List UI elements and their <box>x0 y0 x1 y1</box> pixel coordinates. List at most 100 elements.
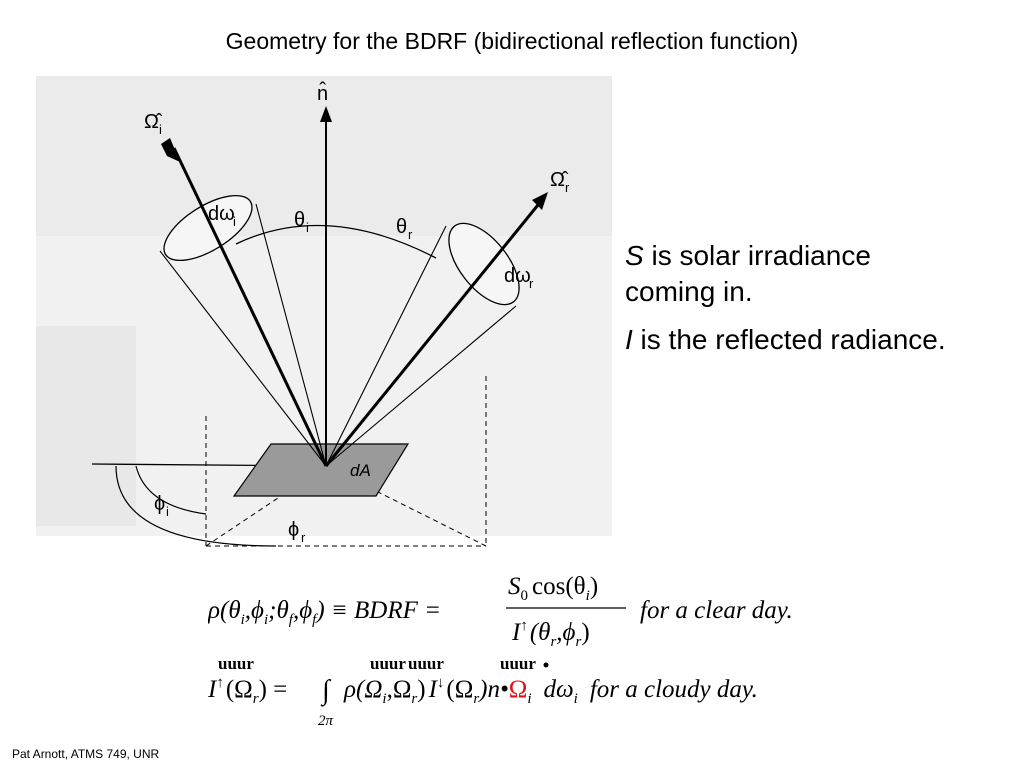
scan-bottom-region <box>36 536 612 566</box>
eq2-open: (Ω <box>446 676 473 703</box>
eq1-num-sub-i: i <box>586 588 590 604</box>
eq1-sub-f: f <box>289 612 295 628</box>
eq1-equiv: ) ≡ BDRF = <box>314 597 441 624</box>
incident-cone-edge-2 <box>255 203 327 467</box>
eq2-sub-r3: r <box>473 691 479 707</box>
var-S: S <box>625 240 644 271</box>
reflected-cone-edge-2 <box>325 305 517 467</box>
eq2-lhs-rest: (Ω <box>226 676 253 703</box>
eq1-lhs: ρ(θ <box>208 597 241 624</box>
eq2-sub-r: r <box>253 691 259 707</box>
phi-r-label: ϕ <box>288 519 299 541</box>
surface-patch-dA <box>232 443 410 497</box>
eq1-den-sub-r: r <box>550 634 556 650</box>
eq2-integral: ∫ <box>320 675 332 707</box>
phi-i-sub: i <box>166 504 169 519</box>
explanation-line-2-text: is the reflected radiance. <box>632 324 946 355</box>
eq2-close: ) <box>417 676 425 703</box>
eq1-sub-i: i <box>241 612 245 628</box>
eq1-den-arrow: ↑ <box>520 618 528 634</box>
eq2-comma: ,Ω <box>387 676 412 703</box>
eq2-sub-i: i <box>382 691 386 707</box>
eq2-sub-r2: r <box>411 691 417 707</box>
eq1-num-sub: 0 <box>521 588 529 604</box>
domega-r-sub: r <box>529 276 534 291</box>
eq2-vec-mark-3: uuur <box>408 655 444 673</box>
scan-left-column <box>36 326 136 526</box>
eq1-den-sub-r2: r <box>575 634 581 650</box>
phi-r-arc <box>115 465 277 547</box>
eq2-omega-sub: i <box>527 691 531 707</box>
domega-r-label: dω <box>504 265 531 287</box>
reflected-cone-edge-1 <box>325 225 447 467</box>
explanation-line-2: I is the reflected radiance. <box>625 322 955 358</box>
footer-credit: Pat Arnott, ATMS 749, UNR <box>12 747 160 761</box>
bdrf-geometry-figure: n̂ Ω̂ i Ω̂ r dω i dω r θ i θ r dA ϕ i ϕ … <box>36 76 612 566</box>
domega-i-sub: i <box>233 214 236 229</box>
eq1-den-I: I <box>511 619 522 646</box>
explanation-text: S is solar irradiance coming in. I is th… <box>625 238 955 370</box>
eq2-omega-highlight: Ω <box>509 676 528 703</box>
slide-title: Geometry for the BDRF (bidirectional ref… <box>225 28 799 54</box>
omega-r-sub: r <box>565 180 570 195</box>
eq1-theta-f: ;θ <box>268 597 289 624</box>
phi-r-sub: r <box>301 530 306 545</box>
phi-i-label: ϕ <box>154 493 165 515</box>
eq1-num-close: ) <box>590 573 598 600</box>
svg-text:I↑(Ωr) =: I↑(Ωr) = <box>208 675 287 707</box>
explanation-line-1: S is solar irradiance coming in. <box>625 238 955 310</box>
incident-vector <box>172 147 328 467</box>
omega-r-label: Ω̂ <box>550 169 569 191</box>
dashed-projection-right <box>325 465 487 547</box>
reflected-vector <box>324 199 544 467</box>
eq2-tail: for a cloudy day. <box>590 676 758 703</box>
eq2-vec-mark-4: uuur <box>500 655 536 673</box>
svg-text:I↑(θr,ϕr): I↑(θr,ϕr) <box>511 618 590 650</box>
explanation-line-1-text: is solar irradiance coming in. <box>625 240 871 307</box>
eq2-vec-mark-1: uuur <box>218 655 254 673</box>
domega-i-label: dω <box>208 203 235 225</box>
theta-r-sub: r <box>408 227 413 242</box>
eq1-den-phi: ,ϕ <box>556 619 575 646</box>
eq2-n: )n• <box>477 676 509 703</box>
eq1-den-close: ) <box>581 619 589 646</box>
omega-i-label: Ω̂ <box>144 111 163 133</box>
eq2-vec-mark-2: uuur <box>370 655 406 673</box>
eq2-arrow: ↑ <box>216 675 224 691</box>
normal-arrowhead <box>320 106 332 122</box>
theta-r-label: θ <box>396 216 407 238</box>
theta-i-sub: i <box>306 220 309 235</box>
eq2-eq: ) = <box>259 676 288 703</box>
eq2-rho: ρ(Ω <box>343 676 382 703</box>
eq1-sub-i2: i <box>264 612 268 628</box>
eq2-I: I <box>208 676 218 703</box>
eq2-down: ↓ <box>437 675 445 691</box>
phi-i-arc <box>135 465 207 515</box>
eq2-dot-mark <box>543 662 549 668</box>
normal-label: n̂ <box>317 82 328 105</box>
omega-i-sub: i <box>159 122 162 137</box>
incident-cone-edge-1 <box>159 250 327 467</box>
eq2-domega: dω <box>544 676 574 703</box>
eq1-phi: ,ϕ <box>245 597 264 624</box>
eq1-phi-f: ,ϕ <box>293 597 312 624</box>
var-I: I <box>625 324 633 355</box>
eq1-num-rest: cos(θ <box>532 573 586 600</box>
incident-vector-tail <box>161 138 180 162</box>
eq1-den-rest: (θ <box>530 619 551 646</box>
theta-arc <box>235 224 437 259</box>
eq1-num-S: S <box>508 573 521 600</box>
theta-i-label: θ <box>294 209 305 231</box>
eq1-sub-f2: f <box>312 612 318 628</box>
eq2-integral-sub: 2π <box>318 713 334 729</box>
eq1-tail: for a clear day. <box>640 597 793 624</box>
eq2-domega-sub: i <box>574 691 578 707</box>
scan-text-band <box>36 76 612 236</box>
svg-text:ρ(θi,ϕi;θf,ϕf) ≡ BDRF =: ρ(θi,ϕi;θf,ϕf) ≡ BDRF = <box>208 597 441 628</box>
eq2-I2: I <box>428 676 439 703</box>
reflected-arrowhead <box>532 192 548 210</box>
equation-cloudy-day: uuur uuur uuur uuur I↑(Ωr) = ∫ 2π ρ(Ωi,Ω… <box>208 655 758 729</box>
